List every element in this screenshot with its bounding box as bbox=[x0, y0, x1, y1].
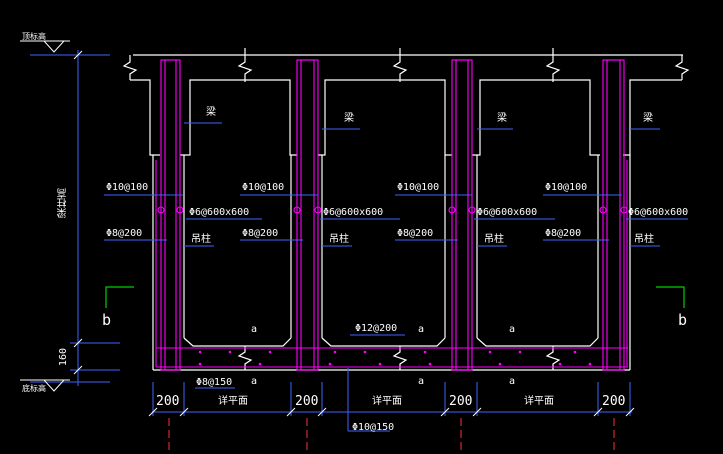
stirrup-mid-label-2: Φ8@200 bbox=[242, 228, 279, 239]
mark-a-3: a bbox=[509, 324, 516, 335]
detail-plan-label-3: 详平面 bbox=[524, 396, 554, 407]
stirrup-pattern-label-2: Φ6@600x600 bbox=[323, 207, 384, 218]
mark-a-4: a bbox=[251, 376, 258, 387]
hanging-column-label-4: 吊柱 bbox=[634, 234, 654, 245]
stirrup-top-label-1: Φ10@100 bbox=[106, 182, 149, 193]
mark-a-1: a bbox=[251, 324, 258, 335]
top-elevation-label: 顶标高 bbox=[22, 32, 46, 41]
axis-lines bbox=[168, 418, 615, 454]
stirrup-mid-label-3: Φ8@200 bbox=[397, 228, 434, 239]
hanging-column-label-1: 吊柱 bbox=[191, 234, 211, 245]
dim-200-2: 200 bbox=[295, 394, 319, 409]
height-dimension-label: 梁柱高 bbox=[58, 188, 69, 218]
stirrup-top-label-4: Φ10@100 bbox=[545, 182, 588, 193]
elevation-markers bbox=[20, 40, 70, 392]
section-mark-b-right: b bbox=[678, 311, 688, 329]
hanging-column-label-2: 吊柱 bbox=[329, 234, 349, 245]
stirrup-pattern-label-1: Φ6@600x600 bbox=[189, 207, 250, 218]
mark-a-2: a bbox=[418, 324, 425, 335]
mark-a-5: a bbox=[418, 376, 425, 387]
top-beam-outline bbox=[122, 48, 690, 156]
slab-bottom-bar-label: Φ10@150 bbox=[352, 422, 395, 433]
dimension-lines bbox=[30, 50, 688, 432]
dimension-ticks bbox=[73, 50, 635, 417]
slab-top-bar-label: Φ12@200 bbox=[355, 323, 398, 334]
section-marks bbox=[105, 286, 685, 308]
section-mark-b-left: b bbox=[102, 311, 112, 329]
stirrup-top-label-3: Φ10@100 bbox=[397, 182, 440, 193]
bottom-elevation-label: 底标高 bbox=[22, 384, 46, 393]
beam-label-4: 梁 bbox=[643, 113, 653, 124]
beam-label-1: 梁 bbox=[206, 107, 216, 118]
stirrup-mid-label-4: Φ8@200 bbox=[545, 228, 582, 239]
dim-160-label: 160 bbox=[58, 348, 69, 367]
slab-left-bar-label: Φ8@150 bbox=[196, 377, 233, 388]
dim-200-3: 200 bbox=[449, 394, 473, 409]
hanging-column-label-3: 吊柱 bbox=[484, 234, 504, 245]
beam-label-2: 梁 bbox=[344, 113, 354, 124]
stirrup-pattern-label-4: Φ6@600x600 bbox=[628, 207, 689, 218]
dim-200-4: 200 bbox=[602, 394, 626, 409]
detail-plan-label-1: 详平面 bbox=[218, 396, 248, 407]
stirrup-pattern-label-3: Φ6@600x600 bbox=[477, 207, 538, 218]
beam-label-3: 梁 bbox=[497, 113, 507, 124]
stirrup-top-label-2: Φ10@100 bbox=[242, 182, 285, 193]
mark-a-6: a bbox=[509, 376, 516, 387]
stirrup-mid-label-1: Φ8@200 bbox=[106, 228, 143, 239]
detail-plan-label-2: 详平面 bbox=[372, 396, 402, 407]
slab-bar-dots bbox=[198, 350, 592, 366]
dim-200-1: 200 bbox=[156, 394, 180, 409]
